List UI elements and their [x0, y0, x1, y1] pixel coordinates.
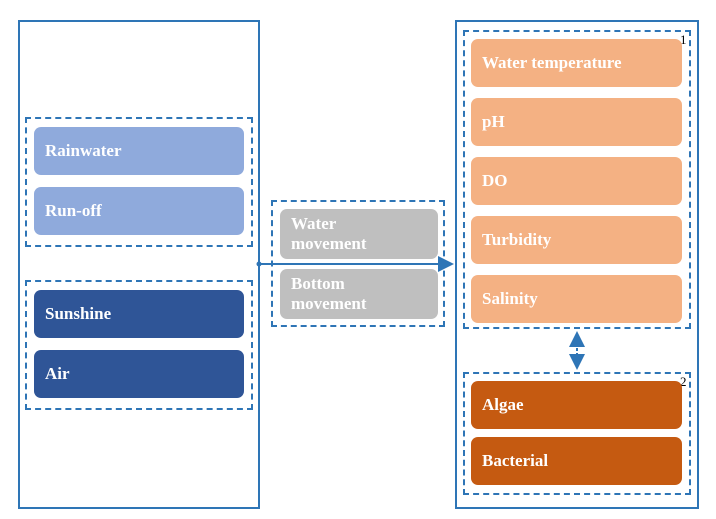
node-algae: Algae	[471, 381, 682, 429]
biological-group	[463, 372, 691, 495]
group-number-2: 2	[680, 374, 687, 389]
node-turbidity: Turbidity	[471, 216, 682, 264]
node-water-movement: Water movement	[280, 209, 438, 259]
node-air: Air	[34, 350, 244, 398]
group-number-1: 1	[680, 32, 687, 47]
atmospheric-inputs-group	[25, 280, 253, 410]
node-run-off: Run-off	[34, 187, 244, 235]
node-salinity: Salinity	[471, 275, 682, 323]
node-rainwater: Rainwater	[34, 127, 244, 175]
water-quality-group	[463, 30, 691, 329]
external-inputs-group	[25, 117, 253, 247]
node-bacterial: Bacterial	[471, 437, 682, 485]
node-water-temperature: Water temperature	[471, 39, 682, 87]
node-ph: pH	[471, 98, 682, 146]
node-do: DO	[471, 157, 682, 205]
node-bottom-movement: Bottom movement	[280, 269, 438, 319]
node-sunshine: Sunshine	[34, 290, 244, 338]
left-panel	[18, 20, 260, 509]
